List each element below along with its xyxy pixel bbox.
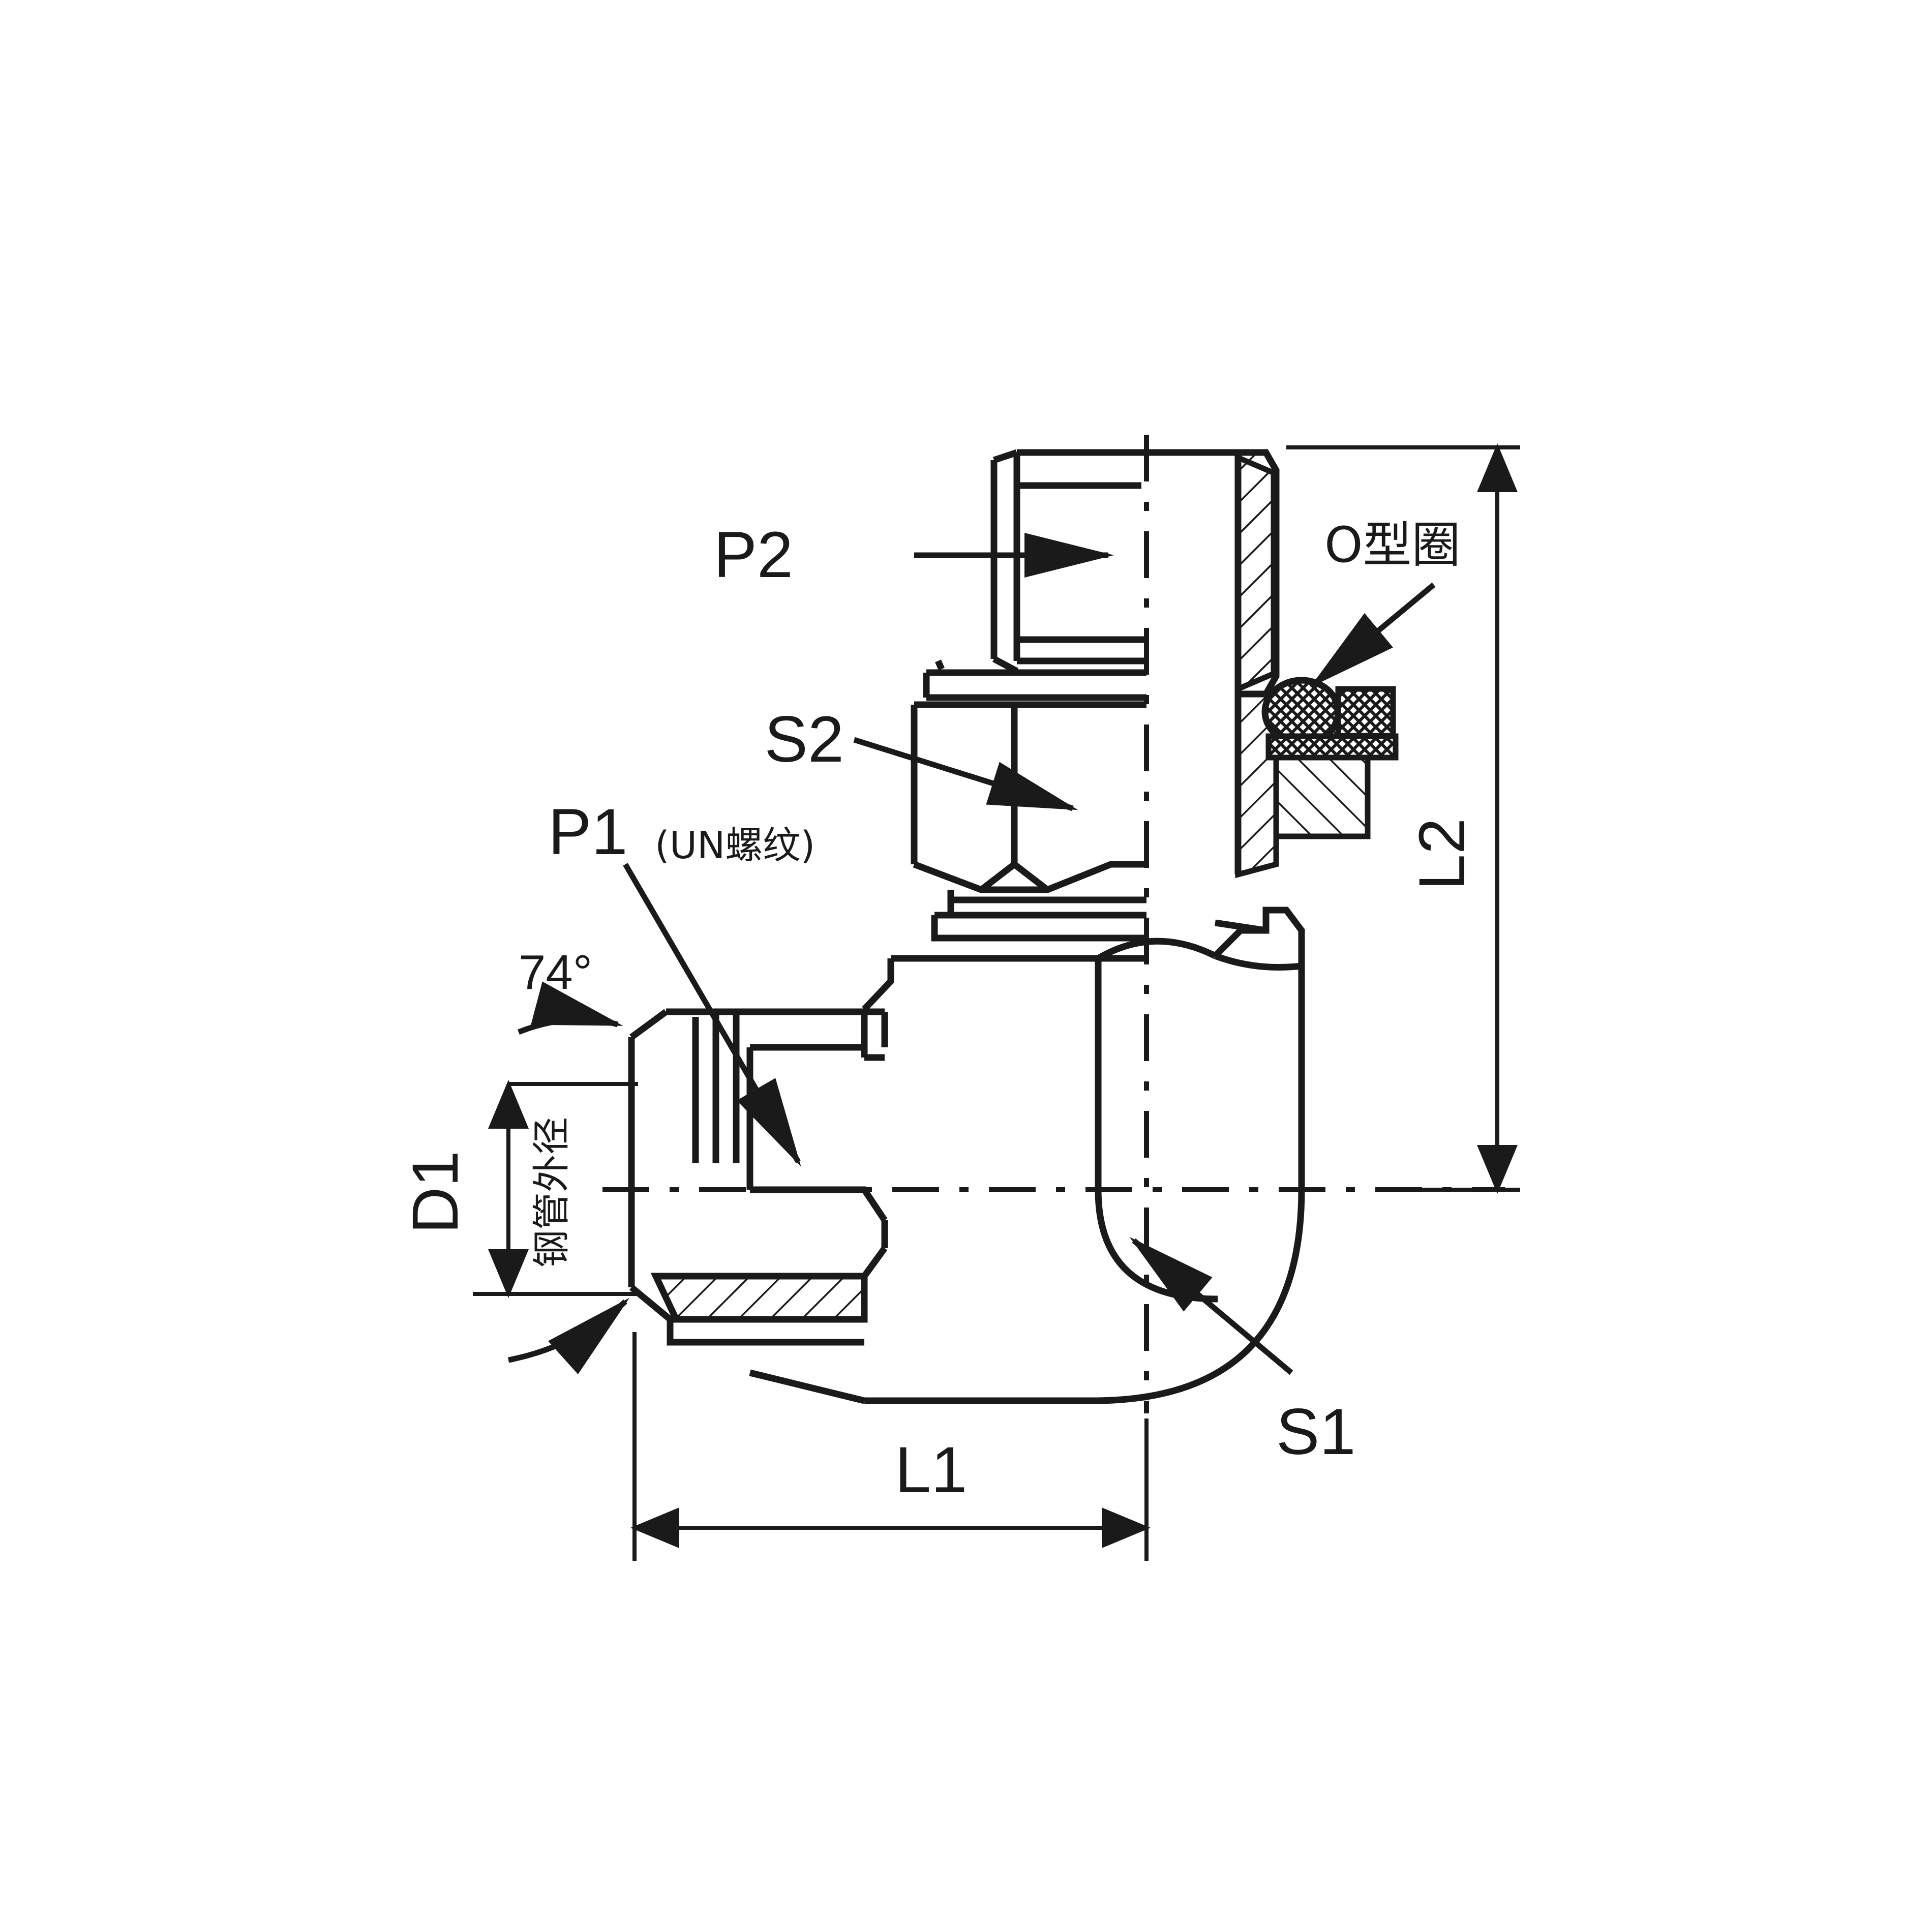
dimension-d1 [473, 1080, 638, 1298]
oring-leader [1310, 582, 1436, 688]
callout-leaders [507, 533, 1436, 1375]
dimension-l2 [1286, 443, 1520, 1194]
label-p1-suffix: (UN螺纹) [655, 824, 815, 867]
oring-backup-ring [1335, 686, 1396, 739]
label-oring: O型圈 [1324, 517, 1461, 573]
s1-leader [1129, 1236, 1293, 1375]
oring-seal [1261, 677, 1399, 761]
hex-nut-s2 [911, 659, 1146, 942]
angle74-leader-lower [507, 1297, 630, 1375]
angle74-leader-upper [517, 981, 623, 1035]
label-l1: L1 [895, 1434, 967, 1506]
label-l2: L2 [1406, 818, 1478, 890]
p1-leader [623, 863, 801, 1167]
label-cone-angle: 74° [519, 945, 592, 1000]
label-tube-od: 钢管外径 [530, 1117, 573, 1267]
label-p2: P2 [713, 519, 793, 591]
upper-port-thread [990, 449, 1146, 674]
label-p1: P1 [548, 796, 628, 868]
hatch-upper-right-wall [1235, 453, 1277, 693]
label-d1: D1 [399, 1151, 472, 1234]
text-labels: P2 S2 P1 (UN螺纹) 74° S1 L1 O型圈 L2 D1 钢管外径 [399, 517, 1478, 1506]
elbow-top-cap [1096, 907, 1305, 971]
s2-leader [853, 737, 1078, 811]
dimension-l1 [630, 1332, 1151, 1561]
label-s2: S2 [764, 703, 844, 776]
oring-gland-base [1265, 733, 1399, 761]
label-s1: S1 [1276, 1396, 1356, 1468]
